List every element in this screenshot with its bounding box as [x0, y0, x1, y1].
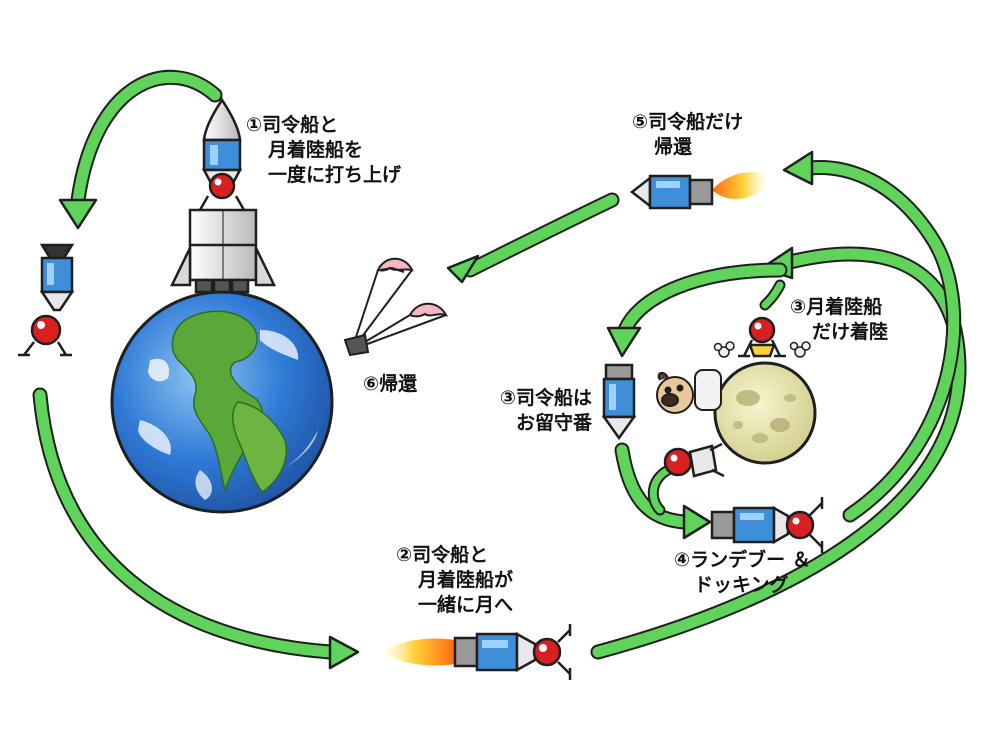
dust-puff-left — [713, 341, 735, 358]
saturn-rocket — [170, 97, 276, 294]
parachute-capsule — [343, 257, 449, 357]
step-3b-label: ③司令船は お留守番 — [480, 386, 592, 436]
arrow-to-moon-transit — [32, 387, 360, 670]
step-5-label: ⑤司令船だけ 帰還 — [632, 110, 743, 160]
arrow-docking-to-return — [782, 150, 962, 523]
spacecraft-left — [18, 243, 75, 357]
step-3a-line-1: ③月着陸船 — [790, 296, 883, 318]
arrow-command-to-docking — [614, 442, 712, 540]
step-4-line-2: ドッキング — [694, 574, 789, 596]
arrow-lander-descent — [759, 279, 786, 311]
step-4-label: ④ランデブー ＆ ドッキング — [674, 548, 811, 598]
step-3b-line-2: お留守番 — [515, 412, 592, 434]
command-ship-orbit — [601, 363, 637, 441]
moon — [713, 361, 817, 465]
step-6-line-1: ⑥帰還 — [363, 373, 418, 395]
arrow-launch-to-orbit — [58, 69, 223, 230]
step-1-label: ①司令船と 月着陸船を 一度に打ち上げ — [246, 113, 401, 188]
step-5-line-1: ⑤司令船だけ — [632, 111, 744, 133]
arrow-lunar-orbit — [606, 262, 788, 358]
spacecraft-transit — [380, 624, 572, 680]
step-4-line-1: ④ランデブー ＆ — [674, 549, 811, 571]
step-2-line-3: 一緒に月へ — [418, 594, 514, 616]
earth — [110, 290, 334, 514]
step-6-label: ⑥帰還 — [363, 372, 417, 397]
step-1-line-3: 一度に打ち上げ — [268, 164, 402, 186]
step-2-line-2: 月着陸船が — [418, 569, 514, 591]
lander-on-moon — [738, 316, 786, 358]
step-3b-line-1: ③司令船は — [499, 387, 592, 409]
step-3a-label: ③月着陸船 だけ着陸 — [790, 295, 888, 345]
arrow-return-to-earth — [446, 192, 620, 284]
arrow-lander-ascent — [647, 464, 674, 516]
command-ship-return — [629, 172, 770, 210]
step-1-line-1: ①司令船と — [246, 114, 339, 136]
astronaut-dog — [656, 369, 722, 414]
step-5-line-2: 帰還 — [654, 136, 693, 158]
lander-ascent — [663, 442, 725, 478]
spacecraft-docked — [710, 497, 824, 553]
step-3a-line-2: だけ着陸 — [812, 321, 889, 343]
dust-puff-right — [789, 341, 811, 358]
step-2-label: ②司令船と 月着陸船が 一緒に月へ — [396, 543, 513, 618]
step-1-line-2: 月着陸船を — [268, 139, 364, 161]
step-2-line-1: ②司令船と — [396, 544, 489, 566]
